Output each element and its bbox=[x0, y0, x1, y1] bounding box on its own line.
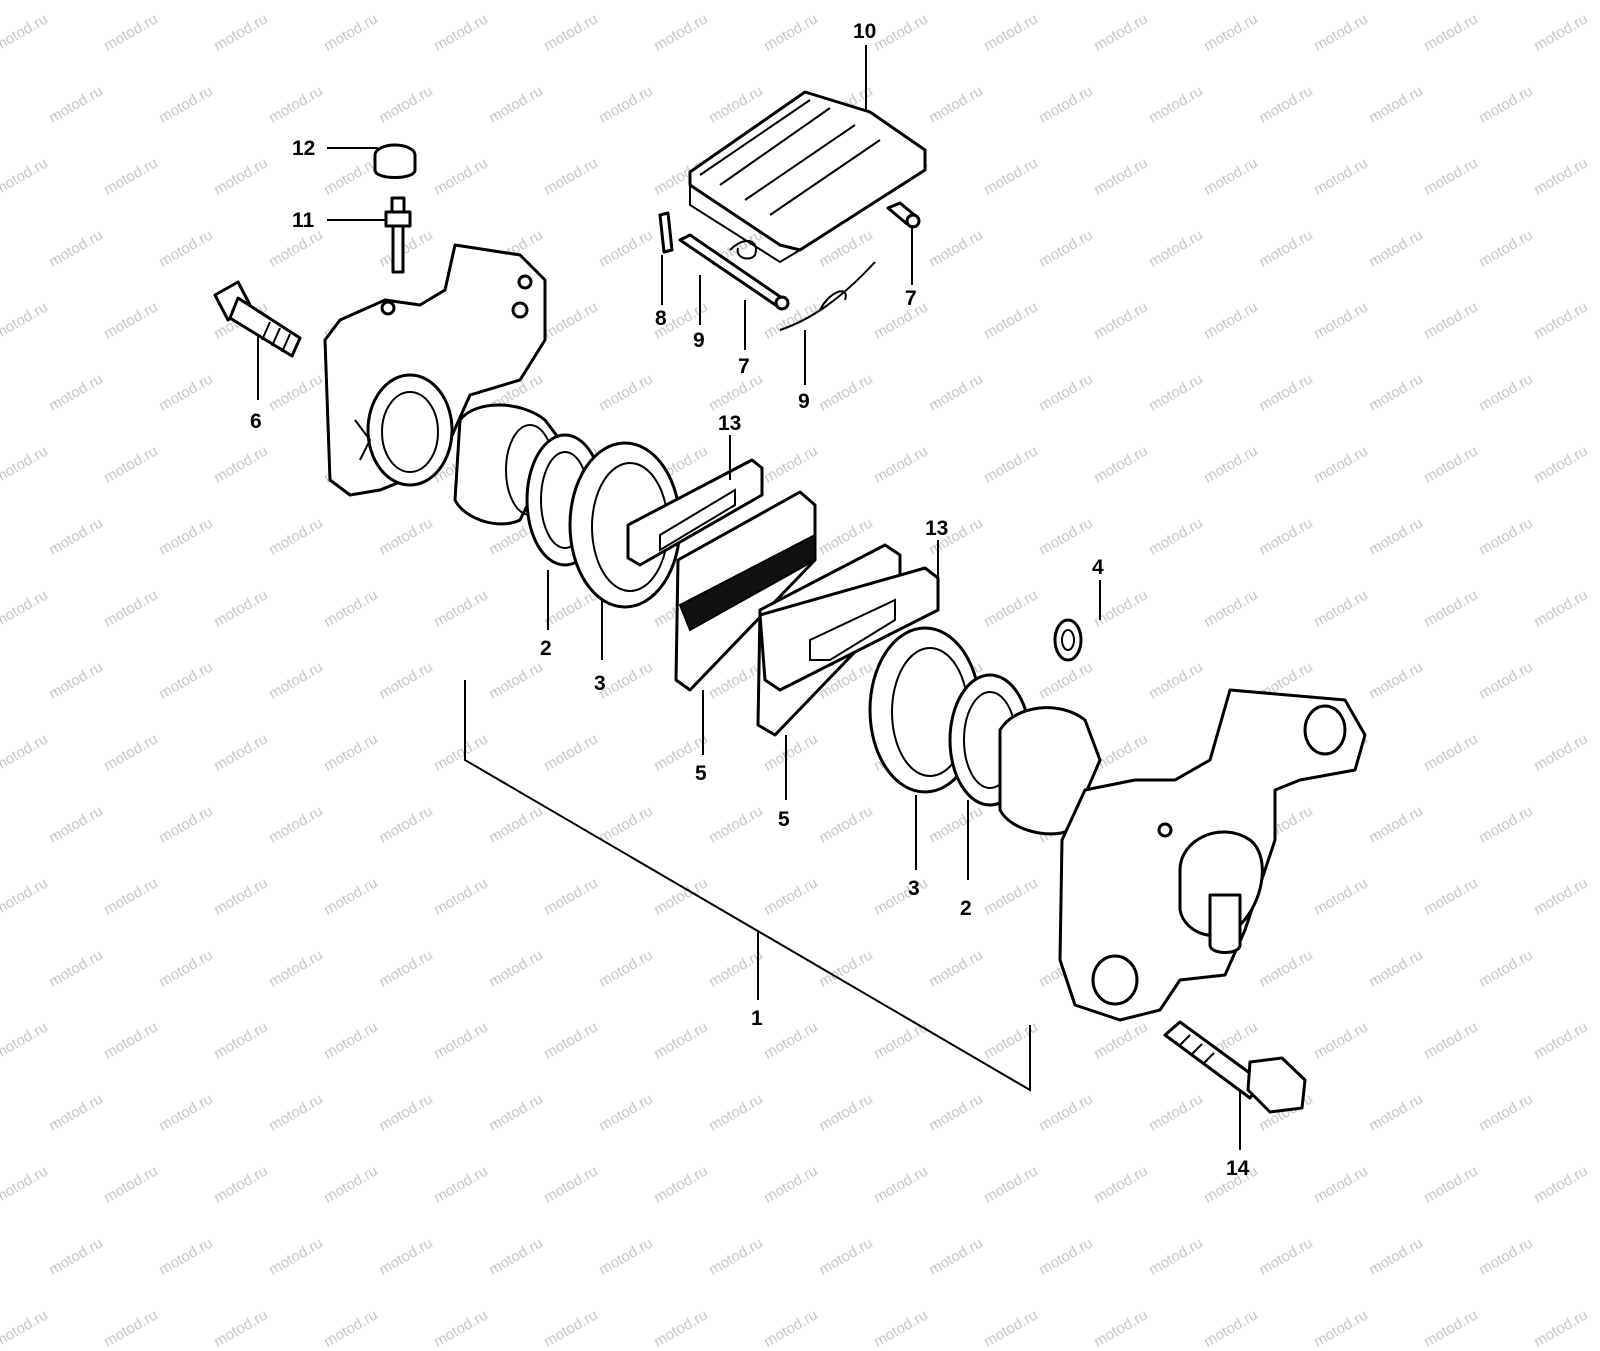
pad-shim-right bbox=[758, 566, 940, 692]
pad-spring-upper bbox=[729, 240, 757, 260]
piston-right bbox=[998, 706, 1102, 836]
label-3-right: 3 bbox=[908, 877, 920, 900]
washer bbox=[1053, 618, 1083, 662]
label-5-left: 5 bbox=[695, 762, 707, 785]
caliper-half-left bbox=[323, 243, 547, 497]
watermark-text: motod.ru bbox=[1200, 1306, 1261, 1351]
watermark-text: motod.ru bbox=[760, 1306, 821, 1351]
watermark-text: motod.ru bbox=[320, 1306, 381, 1351]
watermark-text: motod.ru bbox=[45, 1234, 106, 1279]
label-3-left: 3 bbox=[594, 672, 606, 695]
watermark-text: motod.ru bbox=[815, 1234, 876, 1279]
watermark-text: motod.ru bbox=[1420, 1306, 1481, 1351]
watermark-text: motod.ru bbox=[595, 1234, 656, 1279]
pad-shim-left bbox=[626, 458, 764, 567]
pad-spring-lower bbox=[779, 261, 876, 331]
label-4: 4 bbox=[1092, 556, 1104, 579]
watermark-text: motod.ru bbox=[265, 1234, 326, 1279]
watermark-text: motod.ru bbox=[1255, 1234, 1316, 1279]
leader-lines bbox=[257, 45, 1241, 1150]
label-2-right: 2 bbox=[960, 897, 972, 920]
watermark-text: motod.ru bbox=[430, 1306, 491, 1351]
spring-pin bbox=[658, 211, 674, 254]
watermark-text: motod.ru bbox=[485, 1234, 546, 1279]
watermark-text: motod.ru bbox=[1090, 1306, 1151, 1351]
label-8: 8 bbox=[655, 307, 667, 330]
mounting-bolt-upper bbox=[213, 280, 302, 358]
pad-pin-short bbox=[886, 201, 921, 229]
label-10: 10 bbox=[853, 20, 876, 43]
watermark-text: motod.ru bbox=[980, 1306, 1041, 1351]
watermark-text: motod.ru bbox=[155, 1234, 216, 1279]
watermark-text: motod.ru bbox=[1365, 1234, 1426, 1279]
watermark-text: motod.ru bbox=[1310, 1306, 1371, 1351]
label-11: 11 bbox=[292, 209, 315, 232]
label-9-upper: 9 bbox=[693, 329, 705, 352]
label-7-lower: 7 bbox=[738, 355, 750, 378]
caliper-half-right bbox=[1058, 688, 1367, 1022]
label-5-right: 5 bbox=[778, 808, 790, 831]
watermark-text: motod.ru bbox=[210, 1306, 271, 1351]
watermark-text: motod.ru bbox=[870, 1306, 931, 1351]
label-12: 12 bbox=[292, 137, 315, 160]
pad-cover bbox=[688, 90, 927, 264]
pad-pin-long bbox=[678, 233, 790, 311]
watermark-text: motod.ru bbox=[925, 1234, 986, 1279]
watermark-text: motod.ru bbox=[375, 1234, 436, 1279]
watermark-text: motod.ru bbox=[0, 1306, 51, 1351]
callout-labels: 10 12 11 6 8 9 7 9 7 13 13 4 2 3 5 5 3 2… bbox=[250, 20, 1250, 1180]
watermark-text: motod.ru bbox=[540, 1306, 601, 1351]
assembly-bracket bbox=[464, 680, 1031, 1092]
brake-pad-left bbox=[674, 490, 817, 692]
exploded-parts-diagram: 10 12 11 6 8 9 7 9 7 13 13 4 2 3 5 5 3 2… bbox=[213, 20, 1367, 1180]
bleeder-valve bbox=[384, 196, 412, 274]
watermark-text: motod.ru bbox=[1475, 1234, 1536, 1279]
label-6: 6 bbox=[250, 410, 262, 433]
watermark-text: motod.ru bbox=[650, 1306, 711, 1351]
label-14: 14 bbox=[1226, 1157, 1250, 1180]
watermark-text: motod.ru bbox=[705, 1234, 766, 1279]
label-13-left: 13 bbox=[718, 412, 741, 435]
mounting-bolt-lower bbox=[1163, 1020, 1307, 1114]
watermark-text: motod.ru bbox=[1145, 1234, 1206, 1279]
label-13-right: 13 bbox=[925, 517, 948, 540]
watermark-text: motod.ru bbox=[1035, 1234, 1096, 1279]
label-9-lower: 9 bbox=[798, 390, 810, 413]
watermark-text: motod.ru bbox=[100, 1306, 161, 1351]
watermark-text: motod.ru bbox=[1530, 1306, 1591, 1351]
label-2-left: 2 bbox=[540, 637, 552, 660]
label-1: 1 bbox=[751, 1007, 763, 1030]
bleeder-cap bbox=[373, 143, 417, 179]
label-7-upper: 7 bbox=[905, 287, 917, 310]
